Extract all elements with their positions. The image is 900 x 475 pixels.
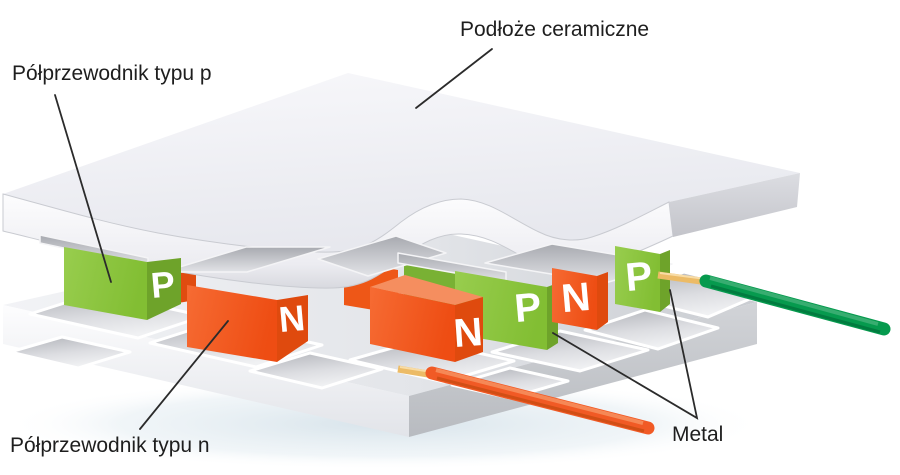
n-type-block-detached: N [370,275,484,362]
block-top-face [370,275,483,305]
block-side-face [660,250,670,312]
orange-wire[interactable] [425,366,655,435]
orange-wire-highlight [435,368,644,425]
block-side-face [147,258,181,320]
leader-n-type [139,320,229,430]
green-wire-highlight [709,276,879,326]
bare-wire-highlight [659,272,707,280]
leader-lines [54,48,699,430]
labels: Podłoże ceramiczne Półprzewodnik typu p … [10,18,723,457]
block-front-face [370,287,455,362]
metal-pad [162,246,331,273]
metal-pad [583,308,720,351]
block-letter: P [513,285,543,331]
label-metal: Metal [672,423,723,446]
block-front-face [615,246,660,312]
green-wire-shade [710,284,881,334]
metal-pad [317,235,447,277]
orange-wire-shade [436,376,645,433]
wires [397,271,891,435]
block-letter: P [624,254,654,300]
top-plate-right-face [669,173,800,237]
p-type-block: P [615,246,670,312]
leader-metal [552,289,699,420]
top-plate-top-face [3,73,800,253]
block-side-face [455,297,483,362]
label-p-type-semiconductor: Półprzewodnik typu p [12,62,212,85]
leader-p-type [54,94,112,283]
block-front-face [64,247,147,320]
p-type-block: P [64,247,181,320]
label-n-type-semiconductor: Półprzewodnik typu n [10,434,210,457]
leader-ceramic-substrate [415,48,493,109]
block-side-face [597,272,608,330]
block-front-face [552,268,597,330]
block-letter: N [452,310,484,356]
label-ceramic-substrate: Podłoże ceramiczne [460,18,649,41]
bottom-plate-front-face [3,305,409,437]
block-side-face [277,295,308,362]
n-type-block: N [552,268,608,330]
block-letter: N [277,297,306,340]
block-letter: N [560,275,593,321]
green-wire[interactable] [699,274,891,336]
metal-pad [8,335,132,370]
block-letter: P [149,263,176,306]
